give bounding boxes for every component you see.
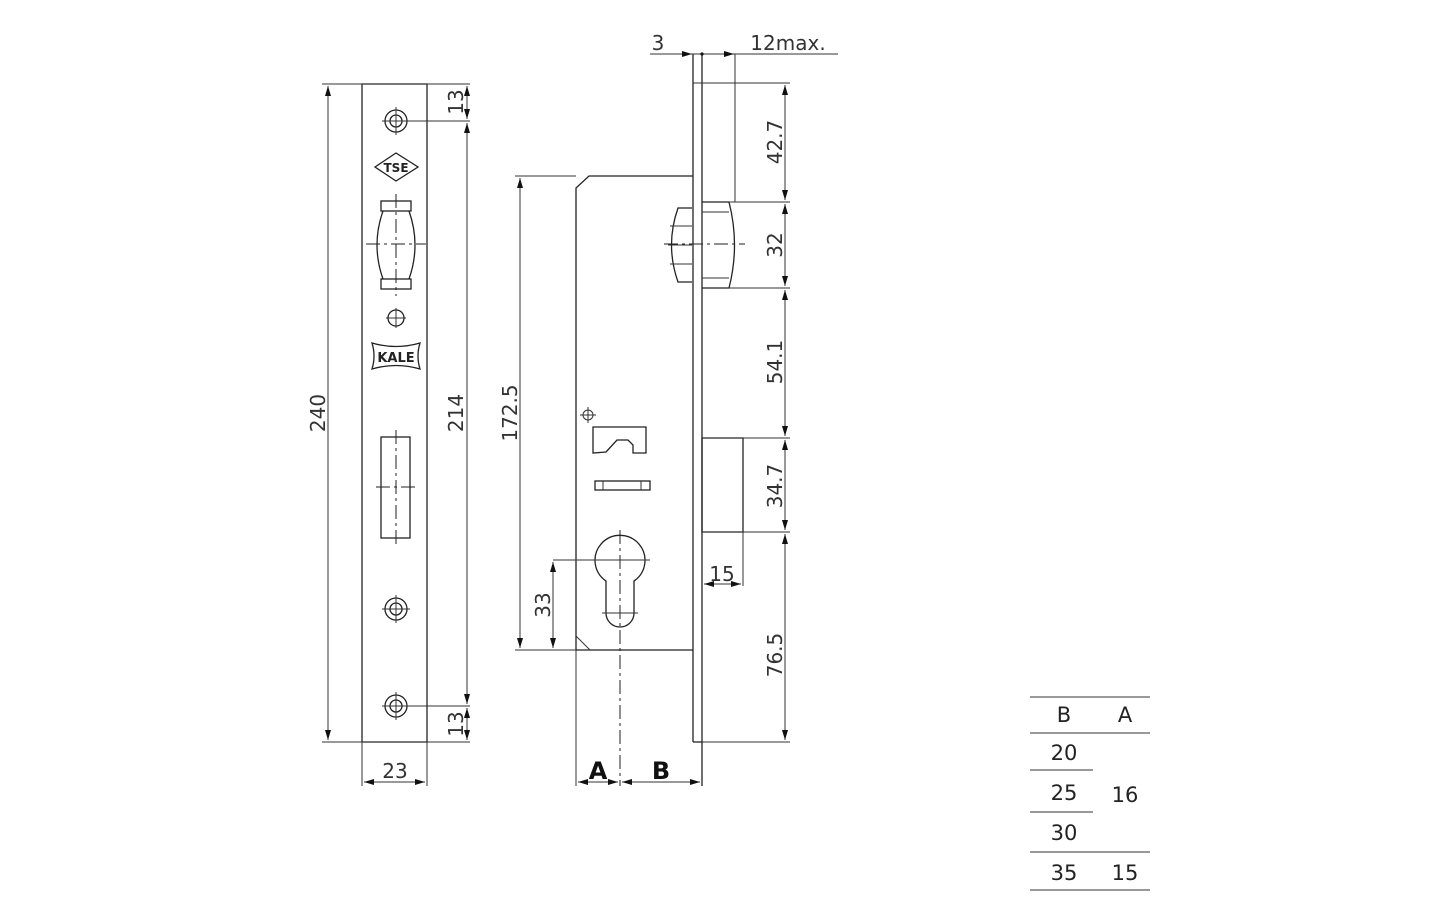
dim-54-1-label: 54.1: [763, 340, 787, 385]
dim-15-label: 15: [709, 562, 734, 586]
dimension-table: B A 20 25 30 35 16 15: [1030, 696, 1150, 891]
lock-case-outline: [575, 175, 693, 651]
dim-13-top-label: 13: [444, 89, 468, 114]
screw-hole-icon: [382, 595, 410, 623]
table-cell-b: 20: [1051, 741, 1078, 765]
dim-13-bottom-label: 13: [444, 711, 468, 736]
deadbolt-opening: [376, 430, 416, 545]
dim-23-label: 23: [382, 759, 407, 783]
latch-bolt: [664, 201, 790, 289]
tse-logo: TSE: [373, 152, 420, 182]
kale-logo: KALE: [371, 342, 421, 370]
dim-33-label: 33: [531, 592, 555, 617]
svg-text:KALE: KALE: [377, 351, 414, 366]
cylinder-hole: [553, 530, 650, 786]
screw-hole-icon: [382, 107, 410, 135]
dim-42-7-label: 42.7: [763, 120, 787, 165]
table-cell-b: 35: [1051, 861, 1078, 885]
dim-34-7-label: 34.7: [763, 464, 787, 509]
table-cell-a: 16: [1112, 783, 1139, 807]
backset-b-label: B: [652, 757, 670, 785]
follower-cutouts: [580, 407, 651, 491]
backset-a-label: A: [589, 757, 608, 785]
table-cell-a: 15: [1112, 861, 1139, 885]
dim-172-5-label: 172.5: [498, 384, 522, 441]
table-header-b: B: [1057, 703, 1071, 727]
screw-hole-icon: [382, 692, 410, 720]
dim-3-label: 3: [652, 31, 665, 55]
dim-240-label: 240: [306, 394, 330, 432]
svg-text:TSE: TSE: [383, 161, 408, 175]
table-cell-b: 25: [1051, 781, 1078, 805]
faceplate-outline: [361, 83, 428, 743]
deadbolt: 15: [701, 437, 790, 587]
faceplate-front-view: 240 214 13 13 23 TSE KALE: [306, 83, 470, 786]
dim-214-label: 214: [444, 394, 468, 432]
small-screw-icon: [386, 308, 406, 328]
table-header-a: A: [1118, 703, 1133, 727]
dim-12max-label: 12max.: [750, 31, 825, 55]
table-cell-b: 30: [1051, 821, 1078, 845]
dim-76-5-label: 76.5: [763, 633, 787, 678]
latch-opening: [366, 194, 426, 296]
dim-32-label: 32: [763, 232, 787, 257]
lock-body-side-view: 15 3 12max. 42.7 32 54.1 34.7 76.5 172.5…: [498, 31, 838, 786]
